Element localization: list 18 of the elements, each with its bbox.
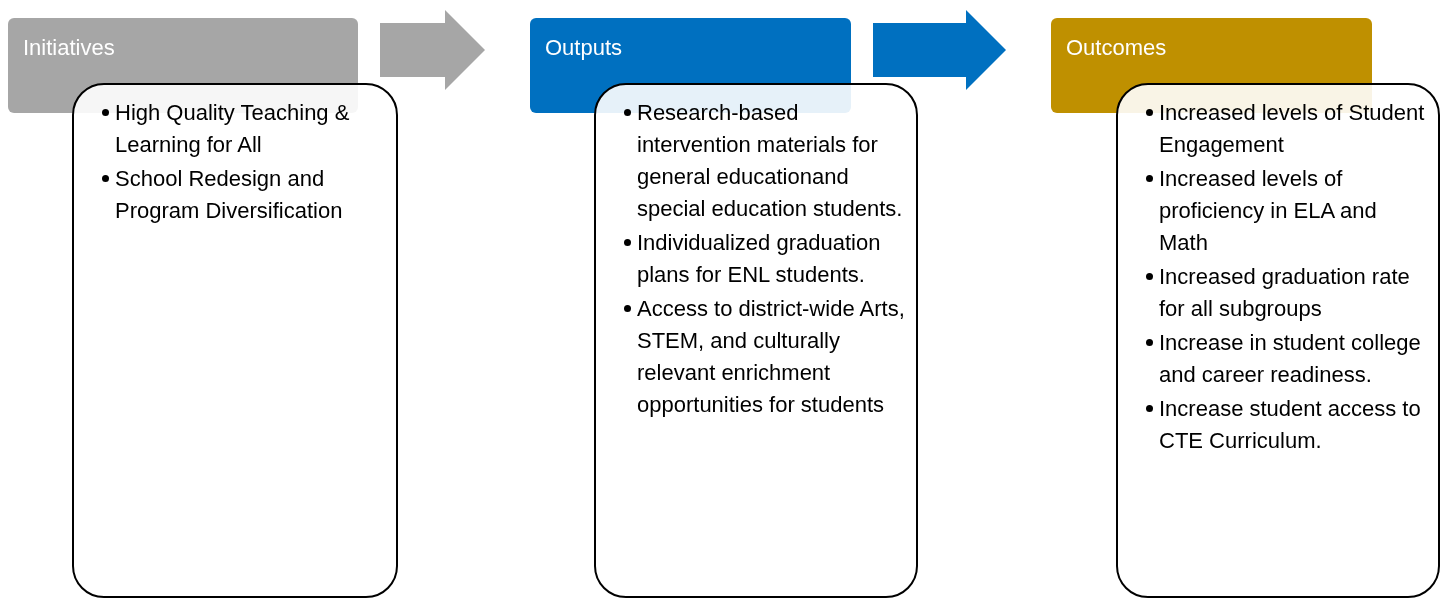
bullet-text: Increase in student college and career readiness. [1159,329,1422,389]
bullet-text: Research-based intervention materials for general educationand special education students. [637,99,904,223]
stage-title: Outcomes [1066,34,1167,62]
bullet-text: Individualized graduation plans for ENL students. [637,229,882,289]
bullet-text: Access to district-wide Arts, STEM, and culturally relevant enrichment opportunities for students [637,295,906,419]
bullet-text: Increased graduation rate for all subgroups [1159,263,1411,323]
stage-title: Outputs [545,34,623,62]
block-arrow [873,10,1006,90]
bullet-card [594,83,918,598]
bullet-text: Increase student access to CTE Curriculum. [1159,395,1422,455]
stage-title: Initiatives [23,34,115,62]
bullet-card [1116,83,1440,598]
bullet-text: Increased levels of proficiency in ELA and Math [1159,165,1378,257]
bullet-text: School Redesign and Program Diversification [115,165,344,225]
bullet-card [72,83,398,598]
bullet-text: Increased levels of Student Engagement [1159,99,1426,159]
bullet-text: High Quality Teaching & Learning for All [115,99,351,159]
block-arrow [380,10,485,90]
